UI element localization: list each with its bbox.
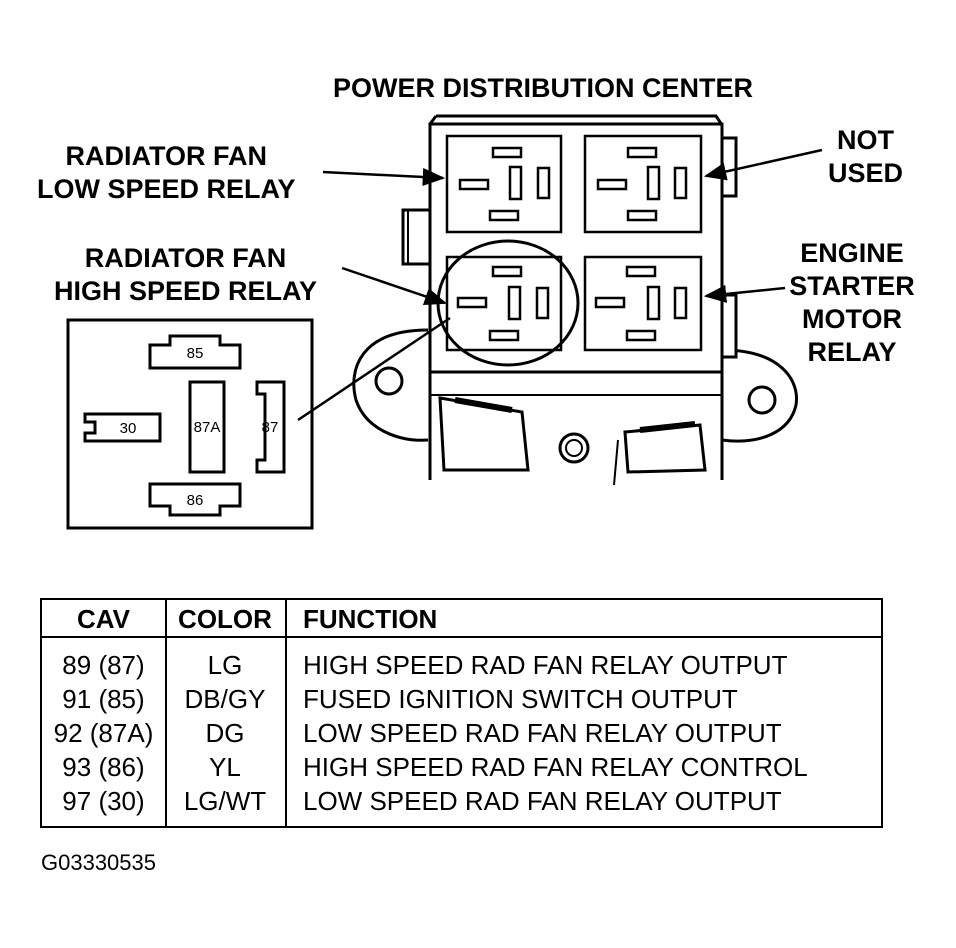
pin-label-87a: 87A bbox=[194, 419, 221, 436]
header-cav: CAV bbox=[42, 600, 165, 638]
cell-function: HIGH SPEED RAD FAN RELAY CONTROL bbox=[303, 752, 808, 782]
pdc-mount-left bbox=[352, 328, 429, 442]
cell-cav: 92 (87A) bbox=[53, 718, 154, 748]
cell-color: DB/GY bbox=[184, 684, 266, 714]
cell-color: LG bbox=[207, 650, 243, 680]
label-starter-relay: ENGINE STARTER MOTOR RELAY bbox=[782, 237, 922, 369]
relay-socket-starter bbox=[583, 255, 703, 352]
column-color: COLOR LG DB/GY DG YL LG/WT bbox=[165, 600, 287, 826]
arrow-not-used bbox=[703, 148, 823, 181]
header-color: COLOR bbox=[165, 600, 285, 638]
cell-cav: 97 (30) bbox=[62, 786, 145, 816]
relay-detail: 85 30 87A 87 86 bbox=[66, 318, 314, 530]
relay-socket-low-speed bbox=[445, 134, 563, 234]
cavity-table: CAV 89 (87) 91 (85) 92 (87A) 93 (86) 97 … bbox=[40, 598, 883, 828]
arrow-starter bbox=[703, 285, 786, 303]
arrow-high-speed bbox=[341, 266, 448, 306]
relay-socket-not-used bbox=[583, 134, 703, 234]
label-high-speed-relay: RADIATOR FAN HIGH SPEED RELAY bbox=[54, 242, 317, 308]
pdc-mount-right bbox=[721, 348, 798, 443]
label-low-speed-relay: RADIATOR FAN LOW SPEED RELAY bbox=[37, 140, 296, 206]
pin-label-87: 87 bbox=[262, 419, 279, 436]
cell-color: YL bbox=[209, 752, 241, 782]
label-starter-line4: RELAY bbox=[807, 337, 897, 367]
figure-id: G03330535 bbox=[41, 850, 156, 875]
cell-cav: 89 (87) bbox=[62, 650, 145, 680]
cell-function: HIGH SPEED RAD FAN RELAY OUTPUT bbox=[303, 650, 788, 680]
label-starter-line3: MOTOR bbox=[802, 304, 902, 334]
label-high-speed-line2: HIGH SPEED RELAY bbox=[54, 276, 318, 306]
column-function: FUNCTION HIGH SPEED RAD FAN RELAY OUTPUT… bbox=[287, 600, 881, 826]
cell-function: LOW SPEED RAD FAN RELAY OUTPUT bbox=[303, 718, 782, 748]
pin-87 bbox=[255, 380, 286, 474]
label-not-used: NOT USED bbox=[828, 124, 903, 190]
label-not-used-line2: USED bbox=[828, 158, 904, 188]
arrow-low-speed bbox=[322, 167, 446, 186]
label-low-speed-line2: LOW SPEED RELAY bbox=[37, 174, 296, 204]
header-function: FUNCTION bbox=[287, 600, 881, 638]
cell-cav: 91 (85) bbox=[62, 684, 145, 714]
cell-cav: 93 (86) bbox=[62, 752, 145, 782]
label-high-speed-line1: RADIATOR FAN bbox=[84, 243, 287, 273]
pin-label-86: 86 bbox=[187, 492, 204, 509]
pin-30 bbox=[83, 412, 162, 443]
pin-label-85: 85 bbox=[187, 345, 204, 362]
pin-86 bbox=[148, 482, 242, 517]
diagram-title: POWER DISTRIBUTION CENTER bbox=[333, 73, 754, 103]
column-cav: CAV 89 (87) 91 (85) 92 (87A) 93 (86) 97 … bbox=[42, 600, 167, 826]
label-starter-line2: STARTER bbox=[789, 271, 915, 301]
relay-diagram: 85 30 87A 87 86 bbox=[66, 114, 823, 530]
cell-function: LOW SPEED RAD FAN RELAY OUTPUT bbox=[303, 786, 782, 816]
label-not-used-line1: NOT bbox=[837, 125, 894, 155]
relay-socket-high-speed bbox=[445, 255, 563, 352]
label-starter-line1: ENGINE bbox=[800, 238, 904, 268]
pin-85 bbox=[148, 334, 242, 370]
cell-function: FUSED IGNITION SWITCH OUTPUT bbox=[303, 684, 738, 714]
cell-color: LG/WT bbox=[183, 786, 267, 816]
label-low-speed-line1: RADIATOR FAN bbox=[65, 141, 268, 171]
pin-87a bbox=[188, 380, 226, 474]
pin-label-30: 30 bbox=[120, 420, 137, 437]
cell-color: DG bbox=[205, 718, 245, 748]
detail-leader-line bbox=[297, 316, 451, 422]
